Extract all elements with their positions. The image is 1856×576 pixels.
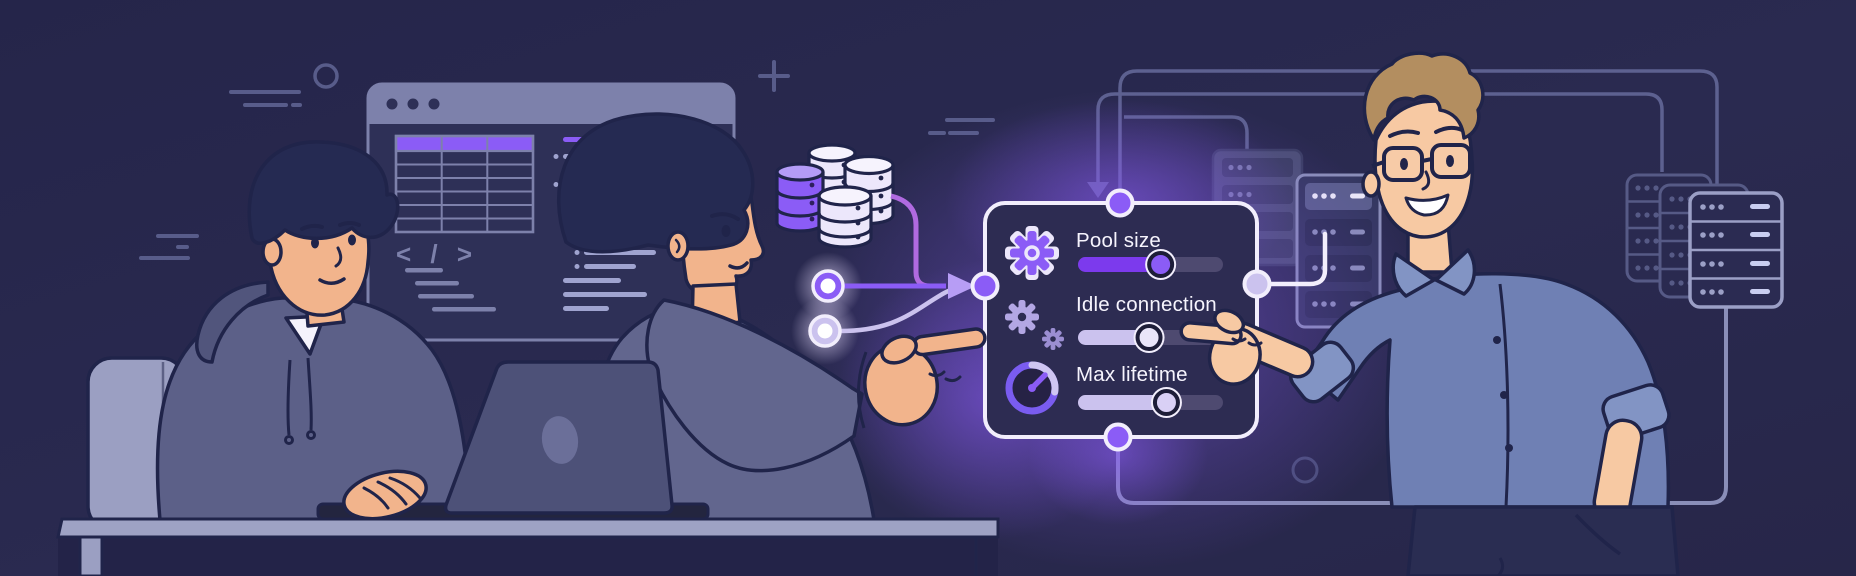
setting-row-idle-connection: Idle connection: [1005, 293, 1223, 353]
setting-row-max-lifetime: Max lifetime: [1005, 361, 1223, 418]
traffic-light-dots: [386, 98, 440, 110]
database-cluster: [775, 143, 895, 249]
desk-top: [56, 517, 1000, 539]
table-body: [394, 134, 535, 234]
person-left-smile: [318, 277, 346, 285]
person-middle-hair: [556, 112, 755, 254]
slider-fill: [1078, 395, 1174, 410]
person-right: [1179, 51, 1680, 576]
person-middle-pointing-hand: [863, 327, 987, 427]
gear-icon: [1005, 226, 1059, 280]
gauge-icon: [1005, 361, 1059, 415]
person-right-pants: [1406, 505, 1680, 576]
connection-node-bottom: [1103, 422, 1133, 452]
connection-node-left: [970, 271, 1000, 301]
database-icon: [775, 162, 825, 233]
setting-label: Pool size: [1076, 229, 1161, 252]
person-left-nose: [334, 246, 343, 268]
plus-icon: [758, 60, 790, 92]
right-arrow-icon: [948, 273, 976, 299]
person-middle-smile: [728, 261, 749, 270]
person-right-pointing-hand: [1179, 308, 1263, 386]
connector-line-right-white: [1267, 231, 1328, 287]
person-middle-brow: [710, 212, 740, 221]
setting-label: Idle connection: [1076, 293, 1217, 316]
server-icon: [1688, 191, 1784, 309]
speed-dashes-mid-left: [139, 234, 199, 260]
person-left-brow: [300, 223, 324, 231]
person-left: [86, 140, 472, 532]
seam-line: [1496, 557, 1505, 576]
person-left-brow: [338, 221, 361, 227]
person-middle-cuff-line: [856, 351, 868, 429]
code-dashes-left: [405, 268, 496, 312]
slider-fill: [1078, 257, 1168, 272]
person-left-hair: [247, 140, 400, 246]
person-right-ear: [1361, 170, 1381, 198]
person-right-collar: [1391, 252, 1436, 298]
server-stack-far-right: [1625, 173, 1784, 309]
slider-knob[interactable]: [1135, 324, 1163, 351]
shirt-placket: [1498, 283, 1510, 508]
pool-flow: [791, 252, 976, 365]
person-right-smile: [1404, 193, 1450, 217]
laptop-logo: [541, 416, 579, 464]
person-right-brow: [1434, 125, 1464, 134]
pocket-line: [1574, 513, 1622, 556]
slider-knob[interactable]: [1152, 389, 1180, 416]
connection-node-right: [1242, 269, 1272, 299]
desk-shadow: [58, 537, 998, 576]
settings-panel: Pool size Idle connection: [970, 188, 1272, 452]
connection-node: [808, 314, 842, 348]
database-icon: [817, 185, 873, 249]
person-right-brow: [1388, 129, 1420, 138]
code-icon: < / >: [396, 239, 478, 269]
person-left-hood: [195, 280, 270, 364]
glasses-icon: [1371, 143, 1472, 182]
person-right-collar: [1434, 248, 1477, 296]
gears-icon: [1005, 300, 1064, 350]
person-middle-eye: [721, 225, 731, 237]
setting-label: Max lifetime: [1076, 363, 1188, 386]
desk-leg: [78, 535, 104, 576]
person-right-hair: [1362, 51, 1485, 142]
circle-decor: [313, 63, 339, 89]
setting-row-pool-size: Pool size: [1005, 226, 1223, 280]
connection-node-top: [1105, 188, 1135, 218]
desk: [56, 517, 1000, 576]
table-header-row: [394, 134, 535, 153]
person-left-hand: [342, 469, 428, 521]
laptop: [316, 360, 710, 521]
data-table: [394, 134, 535, 234]
person-right-nose: [1421, 170, 1431, 191]
speed-dashes-top-left: [229, 90, 302, 107]
connection-node: [811, 269, 845, 303]
hoodie-drawstrings: [284, 357, 316, 445]
slider-knob[interactable]: [1147, 251, 1175, 278]
